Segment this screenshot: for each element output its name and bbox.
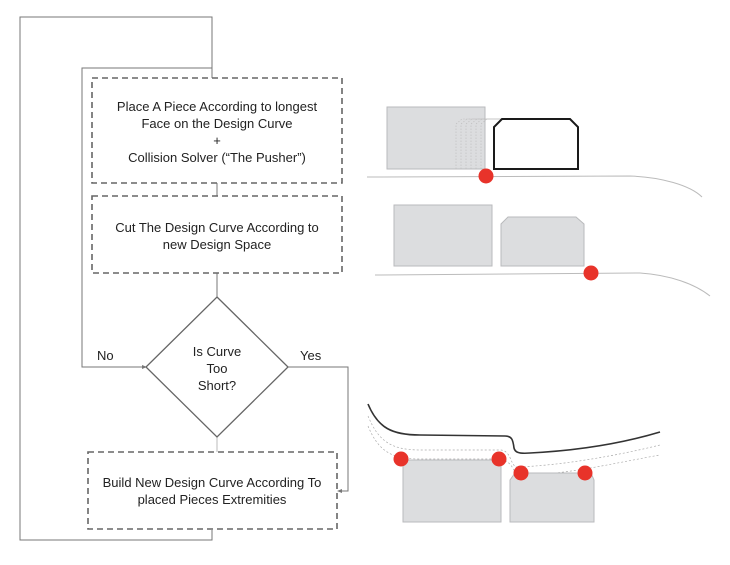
step-build-curve-line-1: Build New Design Curve According To <box>103 475 322 490</box>
extremity-marker <box>393 451 409 467</box>
step-place-piece: Place A Piece According to longest Face … <box>91 77 343 184</box>
placed-piece <box>402 459 502 523</box>
no-loop-connector <box>81 67 213 368</box>
step-place-piece-line-3: + <box>213 133 221 148</box>
illustration-new-curve <box>367 403 661 523</box>
no-arrowhead-icon <box>142 365 147 369</box>
extremity-marker <box>513 465 529 481</box>
step-place-piece-line-4: Collision Solver (“The Pusher”) <box>128 150 306 165</box>
offset-curve <box>367 425 661 477</box>
step-place-piece-line-1: Place A Piece According to longest <box>117 99 318 114</box>
decision-line-1: Is Curve <box>193 344 241 359</box>
step-cut-curve-line-1: Cut The Design Curve According to <box>115 220 319 235</box>
no-label: No <box>97 348 114 363</box>
offset-curve <box>367 415 661 468</box>
yes-arrowhead-icon <box>337 489 342 493</box>
new-design-curve <box>367 403 661 455</box>
step-place-piece-line-2: Face on the Design Curve <box>141 116 292 131</box>
decision-line-2: Too <box>207 361 228 376</box>
extremity-marker <box>577 465 593 481</box>
placed-piece <box>393 204 493 267</box>
active-piece <box>493 118 579 170</box>
placed-piece <box>509 472 595 523</box>
outer-loop-connector <box>19 16 213 541</box>
step-cut-curve: Cut The Design Curve According to new De… <box>91 195 343 274</box>
design-curve-1 <box>366 175 703 198</box>
illustration-cut-curve <box>374 204 711 297</box>
yes-label: Yes <box>300 348 322 363</box>
decision-line-3: Short? <box>198 378 236 393</box>
step-build-curve: Build New Design Curve According To plac… <box>87 451 338 530</box>
contact-marker <box>478 168 494 184</box>
decision-curve-too-short: Is Curve Too Short? <box>145 296 289 438</box>
step-build-curve-line-2: placed Pieces Extremities <box>138 492 287 507</box>
yes-connector <box>288 366 349 492</box>
extremity-marker <box>491 451 507 467</box>
placed-piece <box>500 216 585 267</box>
placed-piece <box>386 106 486 170</box>
curve-start-marker <box>583 265 599 281</box>
design-curve-2 <box>374 272 711 297</box>
step-cut-curve-line-2: new Design Space <box>163 237 271 252</box>
illustration-pusher <box>366 106 703 198</box>
